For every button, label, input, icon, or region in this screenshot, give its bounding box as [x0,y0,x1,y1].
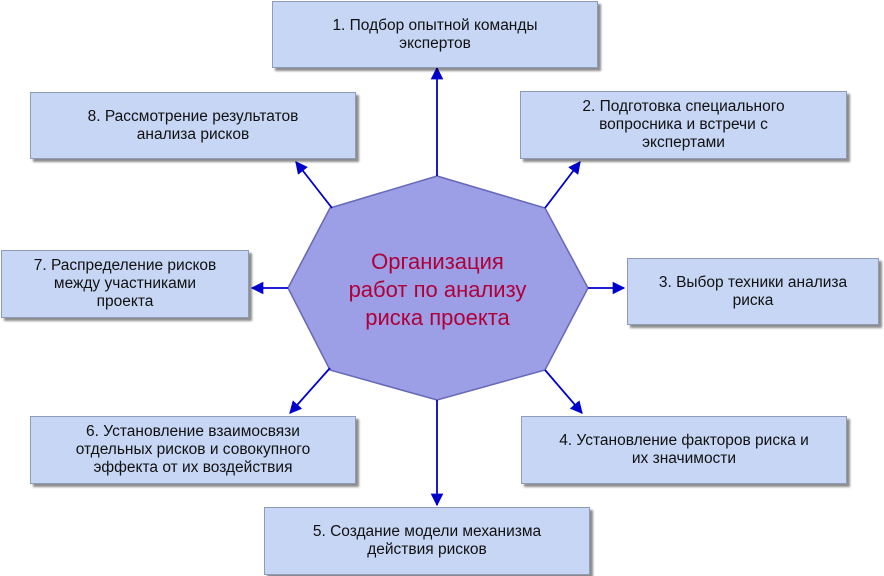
arrow-to-step-4 [544,369,583,414]
step-8-box: 8. Рассмотрение результатов анализа риск… [30,92,356,159]
step-4-label: 4. Установление факторов риска и их знач… [559,432,809,467]
step-3-box: 3. Выбор техники анализа риска [627,258,879,325]
arrow-to-step-8 [295,161,333,209]
step-8-label: 8. Рассмотрение результатов анализа риск… [87,107,299,143]
step-6-label: 6. Установление взаимосвязи отдельных ри… [75,423,311,476]
arrow-to-step-6 [289,367,331,414]
arrow-to-step-2 [544,160,581,209]
step-2-box: 2. Подготовка специального вопросника и … [520,91,847,159]
step-1-box: 1. Подбор опытной команды экспертов [272,1,598,68]
step-5-label: 5. Создание модели механизма действия ри… [312,523,542,558]
step-5-box: 5. Создание модели механизма действия ри… [264,507,590,575]
step-6-box: 6. Установление взаимосвязи отдельных ри… [30,416,356,484]
step-4-box: 4. Установление факторов риска и их знач… [521,416,847,484]
step-3-label: 3. Выбор техники анализа риска [658,273,848,309]
step-7-box: 7. Распределение рисков между участникам… [1,250,249,318]
step-7-label: 7. Распределение рисков между участникам… [33,257,217,310]
center-title: Организация работ по анализу риска проек… [348,249,527,330]
step-1-label: 1. Подбор опытной команды экспертов [332,16,538,52]
step-2-label: 2. Подготовка специального вопросника и … [582,98,785,151]
